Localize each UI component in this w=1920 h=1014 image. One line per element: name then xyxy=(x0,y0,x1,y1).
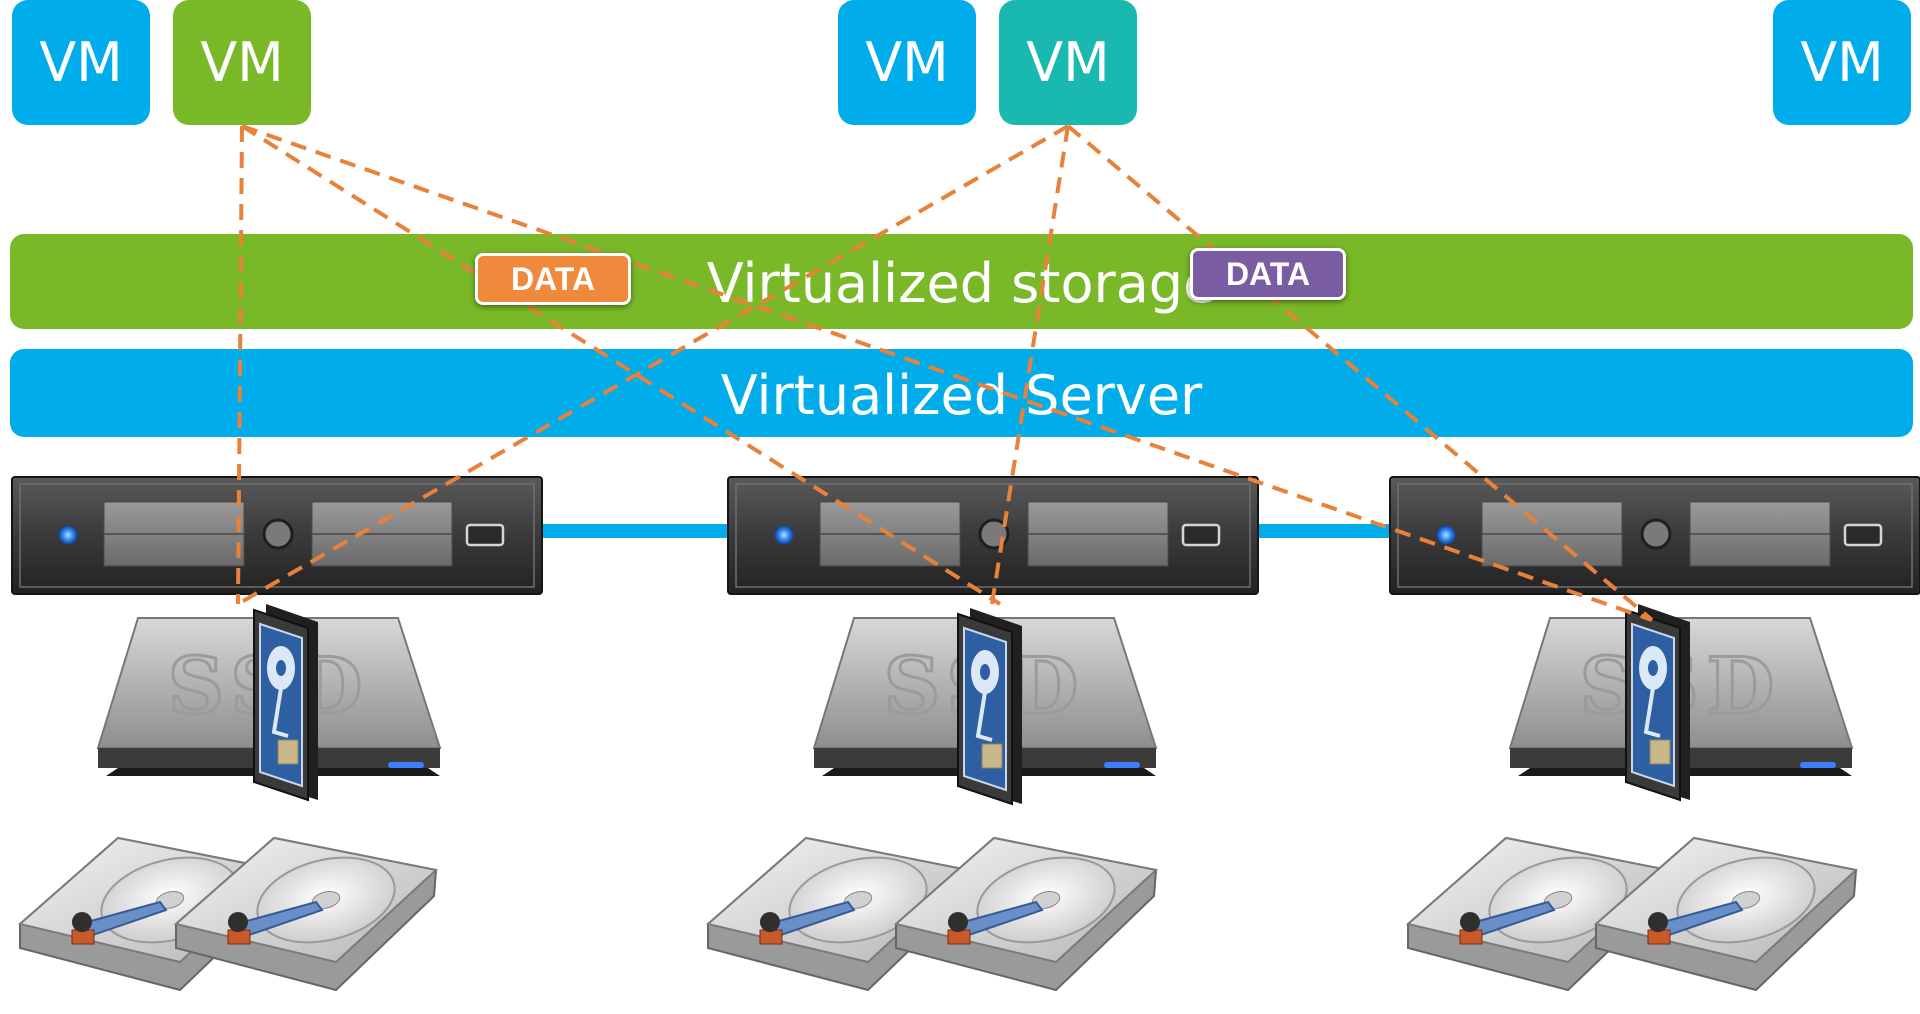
path-vm2-to-node2 xyxy=(240,124,1002,606)
path-vm2-to-node3 xyxy=(241,124,1653,622)
virtualized-server-label: Virtualized Server xyxy=(720,363,1203,427)
vm-tile-2: VM xyxy=(173,0,311,125)
path-vm4-to-node2 xyxy=(990,125,1070,605)
vm-tile-5: VM xyxy=(1773,0,1911,125)
data-tag-purple: DATA xyxy=(1190,248,1346,300)
path-vm4-to-node1 xyxy=(237,124,1069,606)
virtualized-storage-layer: Virtualized storage xyxy=(10,234,1913,329)
path-vm4-to-node3 xyxy=(1066,124,1654,622)
vm-tile-1: VM xyxy=(12,0,150,125)
data-tag-orange: DATA xyxy=(475,253,631,305)
vm-tile-4: VM xyxy=(999,0,1137,125)
virtualized-server-layer: Virtualized Server xyxy=(10,349,1913,437)
path-vm2-to-node1 xyxy=(236,125,244,605)
vm-tile-3: VM xyxy=(838,0,976,125)
